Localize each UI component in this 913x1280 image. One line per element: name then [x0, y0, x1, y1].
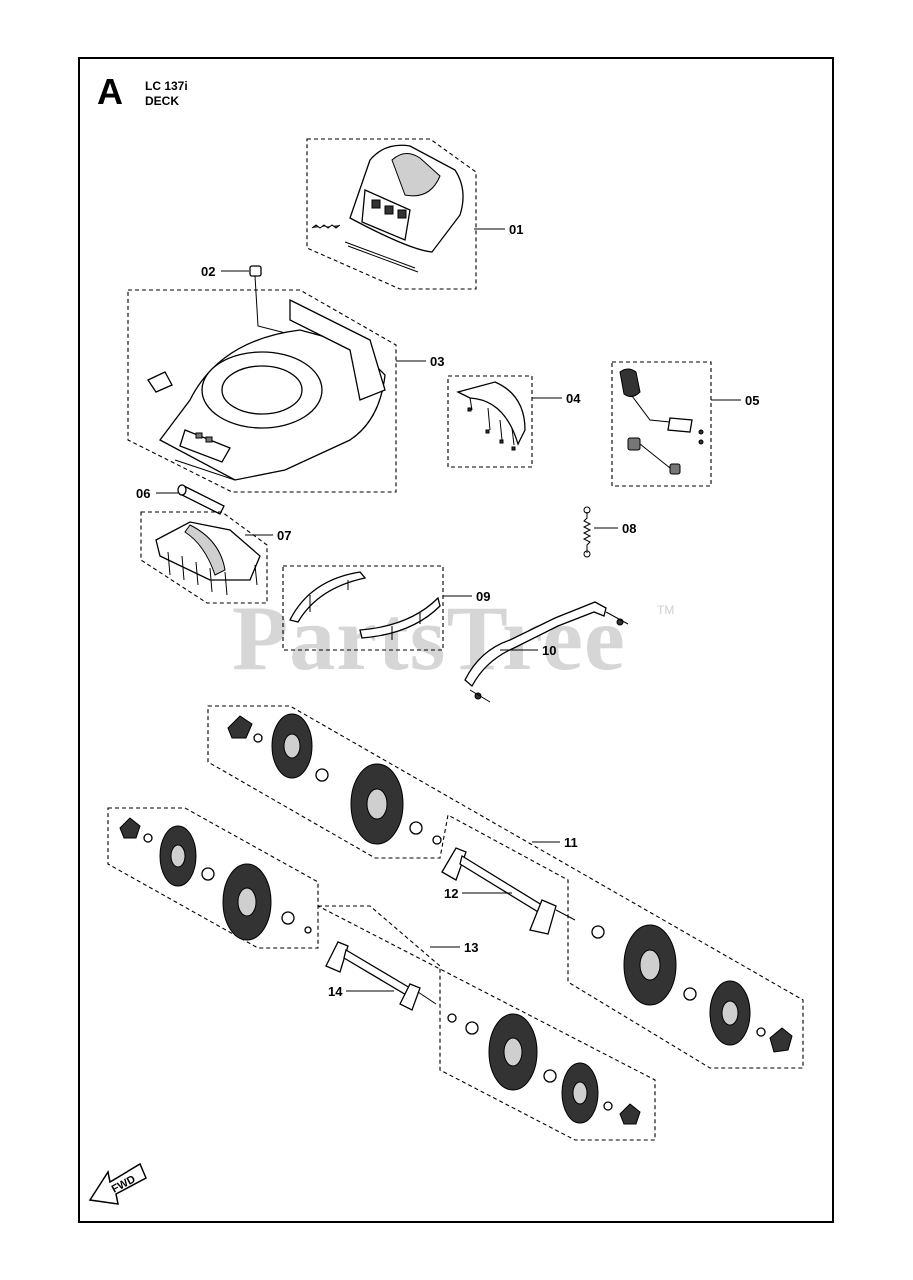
callout-05: 05 [745, 393, 759, 408]
callout-06: 06 [136, 486, 150, 501]
callout-04: 04 [566, 391, 581, 406]
callout-07: 07 [277, 528, 291, 543]
callout-14: 14 [328, 984, 343, 999]
part-06-group[interactable]: 06 [136, 484, 225, 515]
callout-01: 01 [509, 222, 523, 237]
part-01-group[interactable]: 01 [306, 138, 523, 290]
diagram-frame [78, 57, 834, 1223]
forward-arrow-icon: FWD [88, 1162, 147, 1205]
bracket-icon [155, 521, 261, 596]
callout-02: 02 [201, 264, 215, 279]
callout-11: 11 [564, 835, 578, 850]
callout-09: 09 [476, 589, 490, 604]
part-10-group[interactable]: 10 [464, 601, 629, 703]
strip-icon [289, 571, 441, 640]
callout-13: 13 [464, 940, 478, 955]
section-letter: A [97, 71, 123, 112]
front-axle-icon [325, 941, 641, 1125]
part-03-group[interactable]: 03 [127, 289, 444, 493]
height-adjust-lever-icon [619, 368, 704, 475]
fwd-label: FWD [110, 1173, 138, 1195]
part-04-group[interactable]: 04 [447, 375, 581, 468]
callout-10: 10 [542, 643, 556, 658]
motor-cover-icon [311, 144, 464, 273]
part-05-group[interactable]: 05 [611, 361, 759, 487]
callout-03: 03 [430, 354, 444, 369]
part-11-group[interactable]: 11 [207, 705, 804, 1069]
part-13-group[interactable]: 13 [107, 807, 478, 955]
deck-icon [147, 298, 386, 481]
rear-axle-icon [441, 847, 576, 935]
cap-icon [249, 265, 262, 277]
model-name: LC 137i [145, 79, 188, 93]
part-07-group[interactable]: 07 [140, 511, 291, 604]
rear-wheel-kit-icon [227, 713, 793, 1053]
part-12-group[interactable]: 12 [441, 847, 576, 935]
bar-icon [464, 601, 629, 703]
front-wheel-kit-icon [119, 817, 312, 941]
watermark-tm: TM [657, 603, 675, 617]
part-14-group[interactable]: 14 [317, 905, 656, 1141]
part-09-group[interactable]: 09 [282, 565, 490, 651]
callout-12: 12 [444, 886, 458, 901]
spring-icon [582, 506, 592, 558]
deflector-icon [456, 381, 526, 451]
part-08-group[interactable]: 08 [582, 506, 636, 558]
section-name: DECK [145, 94, 180, 108]
callout-08: 08 [622, 521, 636, 536]
tube-icon [177, 484, 225, 515]
